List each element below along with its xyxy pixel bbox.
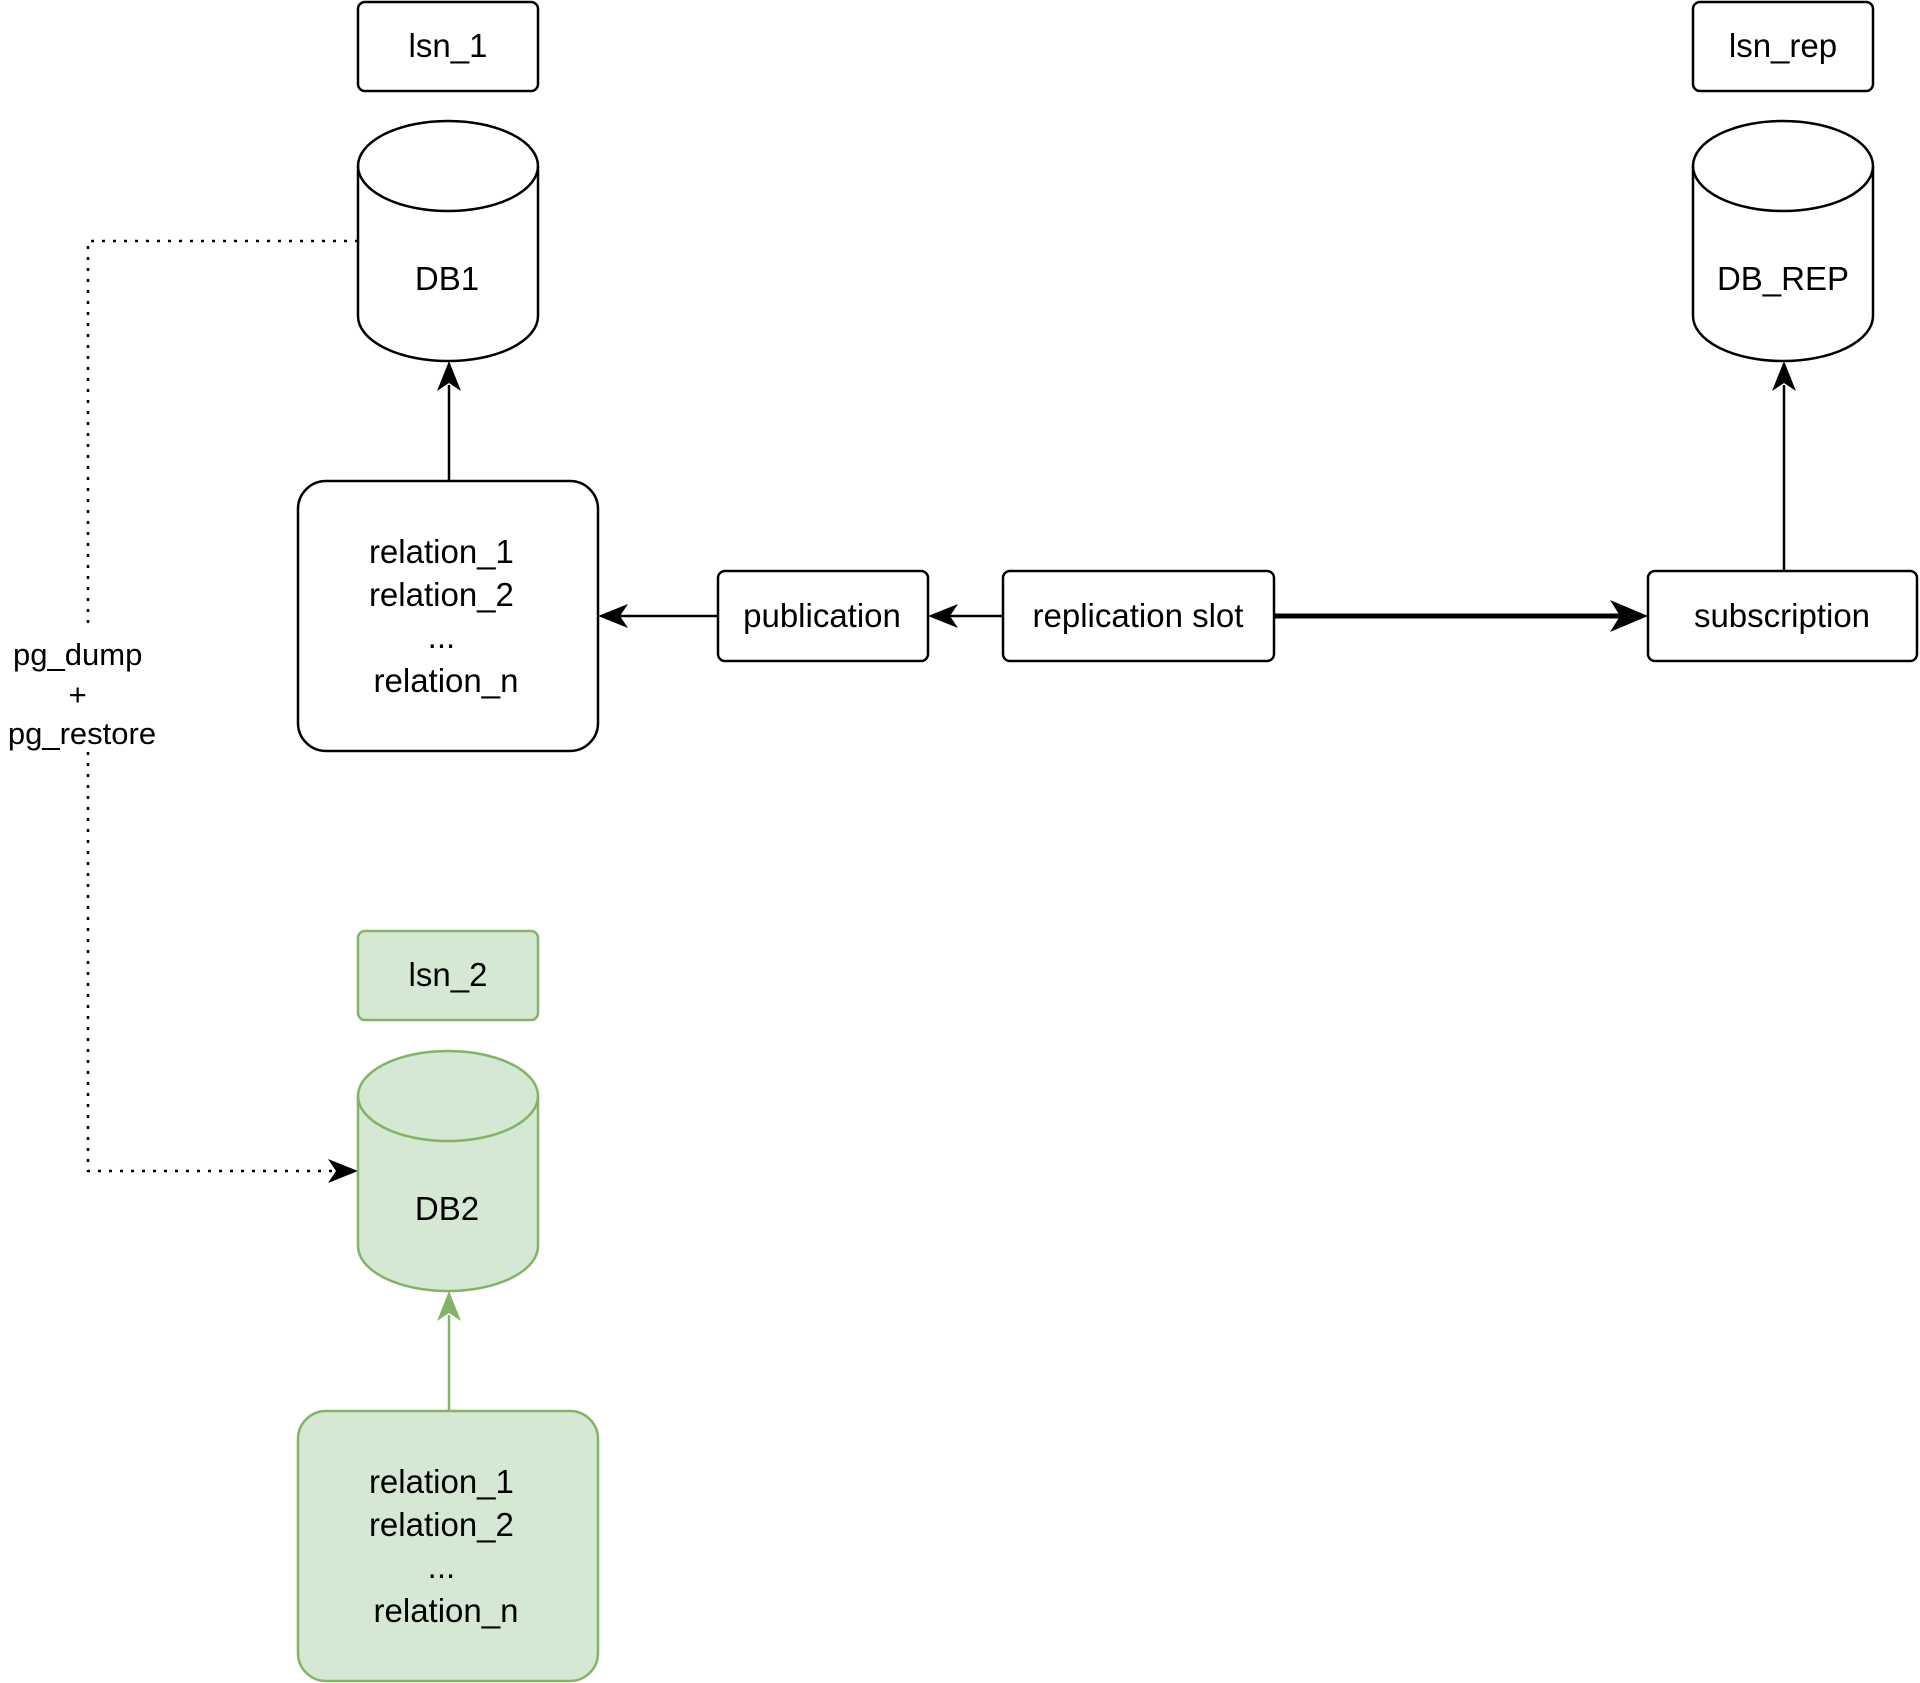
lsn-2-box[interactable]: lsn_2 bbox=[356, 929, 540, 1022]
db2-cylinder[interactable]: DB2 bbox=[356, 1049, 540, 1293]
relation-line: ... bbox=[428, 618, 456, 655]
lsn-rep-box[interactable]: lsn_rep bbox=[1691, 0, 1875, 93]
db-rep-cylinder[interactable]: DB_REP bbox=[1691, 119, 1875, 363]
relation-line: relation_1 bbox=[369, 533, 514, 570]
relations-db2-box[interactable]: relation_1 relation_2 ... relation_n bbox=[296, 1409, 600, 1683]
dump-restore-arrowhead bbox=[328, 1159, 358, 1183]
dump-restore-label-line: pg_restore bbox=[8, 716, 156, 751]
dump-restore-edge bbox=[86, 239, 358, 1173]
lsn-rep-label: lsn_rep bbox=[1729, 27, 1837, 64]
lsn-1-box[interactable]: lsn_1 bbox=[356, 0, 540, 93]
relations-to-db2-arrowhead bbox=[437, 1291, 461, 1321]
relations-db1-box[interactable]: relation_1 relation_2 ... relation_n bbox=[296, 479, 600, 753]
publication-to-relations-arrowhead bbox=[598, 604, 628, 628]
publication-label: publication bbox=[743, 597, 901, 634]
relation-line: relation_n bbox=[374, 1592, 519, 1629]
db1-cylinder[interactable]: DB1 bbox=[356, 119, 540, 363]
dump-restore-label-bg bbox=[2, 630, 170, 752]
relation-line: relation_1 bbox=[369, 1463, 514, 1500]
dump-restore-label: pg_dump + pg_restore bbox=[8, 637, 156, 751]
slot-to-subscription-arrowhead bbox=[1610, 600, 1648, 632]
replication-slot-label: replication slot bbox=[1033, 597, 1244, 634]
subscription-label: subscription bbox=[1694, 597, 1870, 634]
db2-label: DB2 bbox=[415, 1190, 479, 1227]
relation-line: relation_n bbox=[374, 662, 519, 699]
replication-slot-box[interactable]: replication slot bbox=[1001, 569, 1276, 663]
svg-text:relation_1 relation_2: relation_1 relation_2 ... relation_n bbox=[369, 1463, 523, 1629]
lsn-2-label: lsn_2 bbox=[409, 956, 488, 993]
relation-line: relation_2 bbox=[369, 1506, 514, 1543]
db-rep-label: DB_REP bbox=[1717, 260, 1849, 297]
publication-box[interactable]: publication bbox=[716, 569, 930, 663]
subscription-to-dbrep-arrowhead bbox=[1772, 361, 1796, 391]
svg-text:relation_1 relation_2: relation_1 relation_2 ... relation_n bbox=[369, 533, 523, 699]
subscription-box[interactable]: subscription bbox=[1646, 569, 1919, 663]
relation-line: relation_2 bbox=[369, 576, 514, 613]
dump-restore-label-line: pg_dump bbox=[13, 637, 142, 672]
relations-to-db1-arrowhead bbox=[437, 361, 461, 391]
slot-to-publication-arrowhead bbox=[928, 604, 958, 628]
db1-label: DB1 bbox=[415, 260, 479, 297]
dump-restore-label-line: + bbox=[69, 677, 87, 712]
lsn-1-label: lsn_1 bbox=[409, 27, 488, 64]
relation-line: ... bbox=[428, 1548, 456, 1585]
